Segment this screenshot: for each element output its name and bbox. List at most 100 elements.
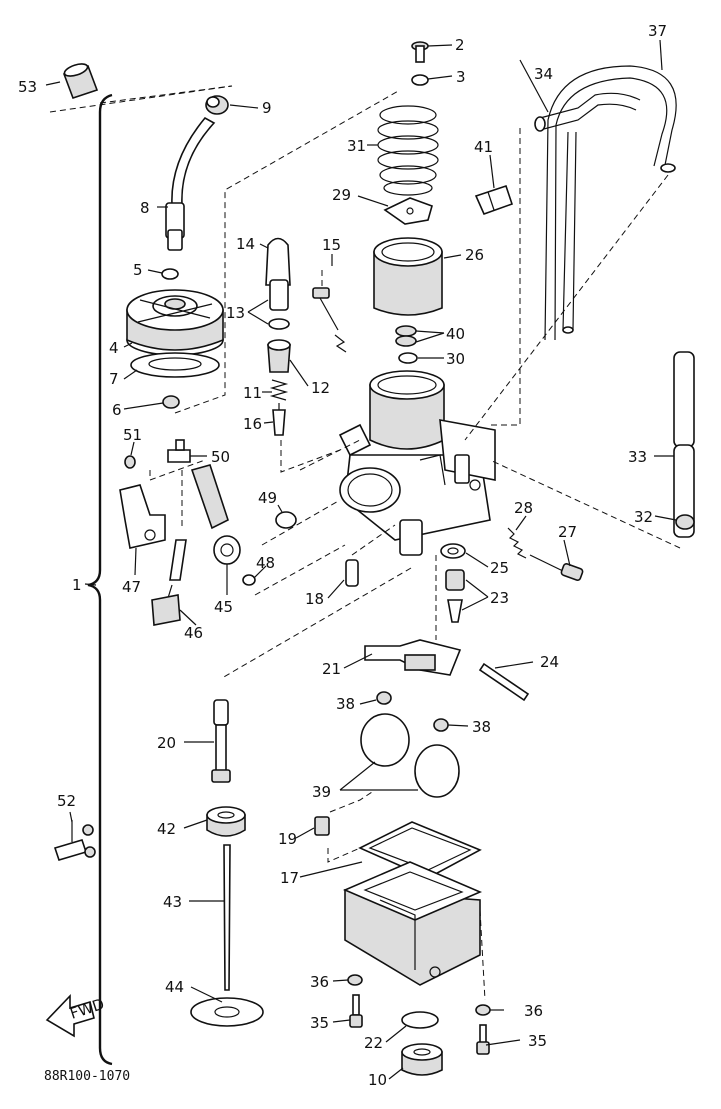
label-10: 10 <box>368 1071 387 1089</box>
part-35-screw-left <box>349 994 363 1028</box>
label-22: 22 <box>364 1034 383 1052</box>
part-27-throttle-stop-screw <box>529 554 584 582</box>
part-45-plunger <box>190 464 241 565</box>
label-50: 50 <box>211 448 230 466</box>
label-17: 17 <box>280 869 299 887</box>
label-41: 41 <box>474 138 493 156</box>
label-1: 1 <box>72 576 82 594</box>
label-32: 32 <box>634 508 653 526</box>
part-19-drain-screw <box>314 816 330 836</box>
part-9-cap <box>205 95 229 115</box>
part-23-needle-valve <box>445 569 465 623</box>
part-37-overflow-hose <box>544 65 677 341</box>
part-36-washer-left <box>347 974 363 986</box>
label-47: 47 <box>122 578 141 596</box>
part-20-main-jet-holder <box>211 699 231 783</box>
part-53-sleeve <box>62 63 99 100</box>
part-29-plate <box>383 197 433 225</box>
part-5-o-ring <box>161 268 179 280</box>
part-46-starter-cable <box>151 539 187 626</box>
part-38-float-pin-right <box>433 718 449 732</box>
label-27: 27 <box>558 523 577 541</box>
label-2: 2 <box>455 36 465 54</box>
part-40-washers <box>395 325 417 347</box>
fwd-arrow-icon: FWD <box>45 994 107 1038</box>
part-31-spring <box>377 105 439 196</box>
label-34: 34 <box>534 65 553 83</box>
assembly-bracket <box>49 85 233 1066</box>
float-bowl <box>342 861 483 986</box>
part-39-floats <box>360 713 460 798</box>
part-52-fitting <box>53 820 96 861</box>
part-16-needle <box>272 403 286 436</box>
leader-lines <box>45 39 677 1080</box>
label-53: 53 <box>18 78 37 96</box>
part-2-screw <box>411 41 429 63</box>
label-4: 4 <box>109 339 119 357</box>
part-35-screw-right <box>476 1024 490 1055</box>
part-14-needle-jet-cap <box>265 237 291 286</box>
part-28-spring <box>507 527 527 559</box>
part-4-mixing-chamber-top <box>126 289 224 356</box>
part-labels: 53 9 2 3 31 29 26 40 30 8 5 4 7 6 14 13 … <box>18 22 667 1089</box>
part-7-gasket <box>130 352 220 378</box>
label-26: 26 <box>465 246 484 264</box>
part-48-ring <box>242 574 256 586</box>
part-21-float-arm <box>364 639 462 676</box>
part-3-washer <box>411 74 429 86</box>
label-3: 3 <box>456 68 466 86</box>
label-12: 12 <box>311 379 330 397</box>
label-6: 6 <box>112 401 122 419</box>
label-38-right: 38 <box>472 718 491 736</box>
part-30-clip <box>398 352 418 364</box>
label-39: 39 <box>312 783 331 801</box>
part-42-washer <box>206 806 246 837</box>
label-9: 9 <box>262 99 272 117</box>
part-50-screw <box>167 439 191 463</box>
label-31: 31 <box>347 137 366 155</box>
part-41-clip <box>474 184 514 216</box>
part-12-needle-body <box>267 339 291 373</box>
label-24: 24 <box>540 653 559 671</box>
part-6-screw <box>162 395 180 409</box>
part-51-nut <box>124 455 136 469</box>
label-36-left: 36 <box>310 973 329 991</box>
label-38-upper: 38 <box>336 695 355 713</box>
part-11-spring <box>269 379 289 401</box>
label-20: 20 <box>157 734 176 752</box>
label-25: 25 <box>490 559 509 577</box>
label-52: 52 <box>57 792 76 810</box>
part-8-vent-hose <box>165 116 216 251</box>
label-29: 29 <box>332 186 351 204</box>
part-15-pilot-screw <box>312 270 347 353</box>
label-21: 21 <box>322 660 341 678</box>
part-44-washer <box>190 997 264 1027</box>
label-33: 33 <box>628 448 647 466</box>
part-34-air-vent-hose <box>534 92 641 334</box>
part-26-throttle-valve <box>373 237 443 316</box>
part-47-bracket <box>119 484 166 549</box>
label-43: 43 <box>163 893 182 911</box>
label-45: 45 <box>214 598 233 616</box>
part-36-washer-right <box>475 1004 491 1016</box>
diagram-code: 88R100-1070 <box>44 1069 130 1084</box>
part-38-float-pin-upper <box>376 691 392 705</box>
part-43-rod <box>223 844 231 991</box>
part-22-o-ring <box>401 1011 439 1029</box>
label-28: 28 <box>514 499 533 517</box>
label-42: 42 <box>157 820 176 838</box>
part-33-drain-hose <box>673 351 695 538</box>
part-32-clip <box>675 514 695 530</box>
carburetor-body <box>338 370 496 556</box>
label-35-left: 35 <box>310 1014 329 1032</box>
part-24-pin <box>478 662 530 702</box>
label-36-right: 36 <box>524 1002 543 1020</box>
label-8: 8 <box>140 199 150 217</box>
part-49-cap <box>275 511 297 529</box>
label-18: 18 <box>305 590 324 608</box>
label-7: 7 <box>109 370 119 388</box>
label-15: 15 <box>322 236 341 254</box>
label-30: 30 <box>446 350 465 368</box>
label-51: 51 <box>123 426 142 444</box>
label-37: 37 <box>648 22 667 40</box>
